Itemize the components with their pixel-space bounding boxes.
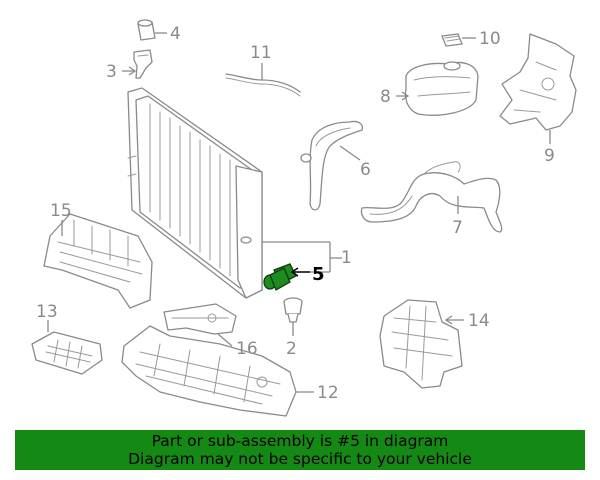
part-11-hose [225,63,301,97]
callout-11: 11 [250,43,272,63]
callout-9: 9 [544,146,555,166]
callout-12: 12 [317,383,339,403]
part-4-cap [137,19,167,41]
part-13-shield [31,320,103,375]
part-16-bracket [163,303,237,347]
callout-4: 4 [170,24,181,44]
callout-6: 6 [360,160,371,180]
banner-line-1: Part or sub-assembly is #5 in diagram [151,432,449,450]
part-6-hose [300,120,364,211]
part-7-hose [360,161,503,233]
part-3-sensor [122,49,153,79]
callout-2: 2 [286,339,297,359]
callout-1: 1 [341,248,352,268]
parts-diagram: 1 2 3 4 5 6 7 8 9 10 11 12 13 14 15 16 [31,19,577,417]
callout-5: 5 [312,264,325,285]
part-2-mount [283,297,303,336]
banner-line-2: Diagram may not be specific to your vehi… [128,450,472,468]
part-9-bracket [499,33,577,144]
callout-13: 13 [36,302,58,322]
callout-3: 3 [106,62,117,82]
part-15-air-duct [43,213,153,309]
part-8-reservoir [396,61,479,116]
callout-10: 10 [479,29,501,49]
part-1-radiator [127,87,342,299]
callout-7: 7 [452,218,463,238]
callout-15: 15 [50,201,72,221]
part-14-duct [379,299,464,389]
part-10-cap [441,33,476,47]
part-12-carrier [121,325,314,417]
part-5-drain-plug [263,263,310,291]
callout-14: 14 [468,311,490,331]
disclaimer-banner: Part or sub-assembly is #5 in diagram Di… [15,430,585,470]
callout-8: 8 [380,87,391,107]
callout-16: 16 [236,339,258,359]
